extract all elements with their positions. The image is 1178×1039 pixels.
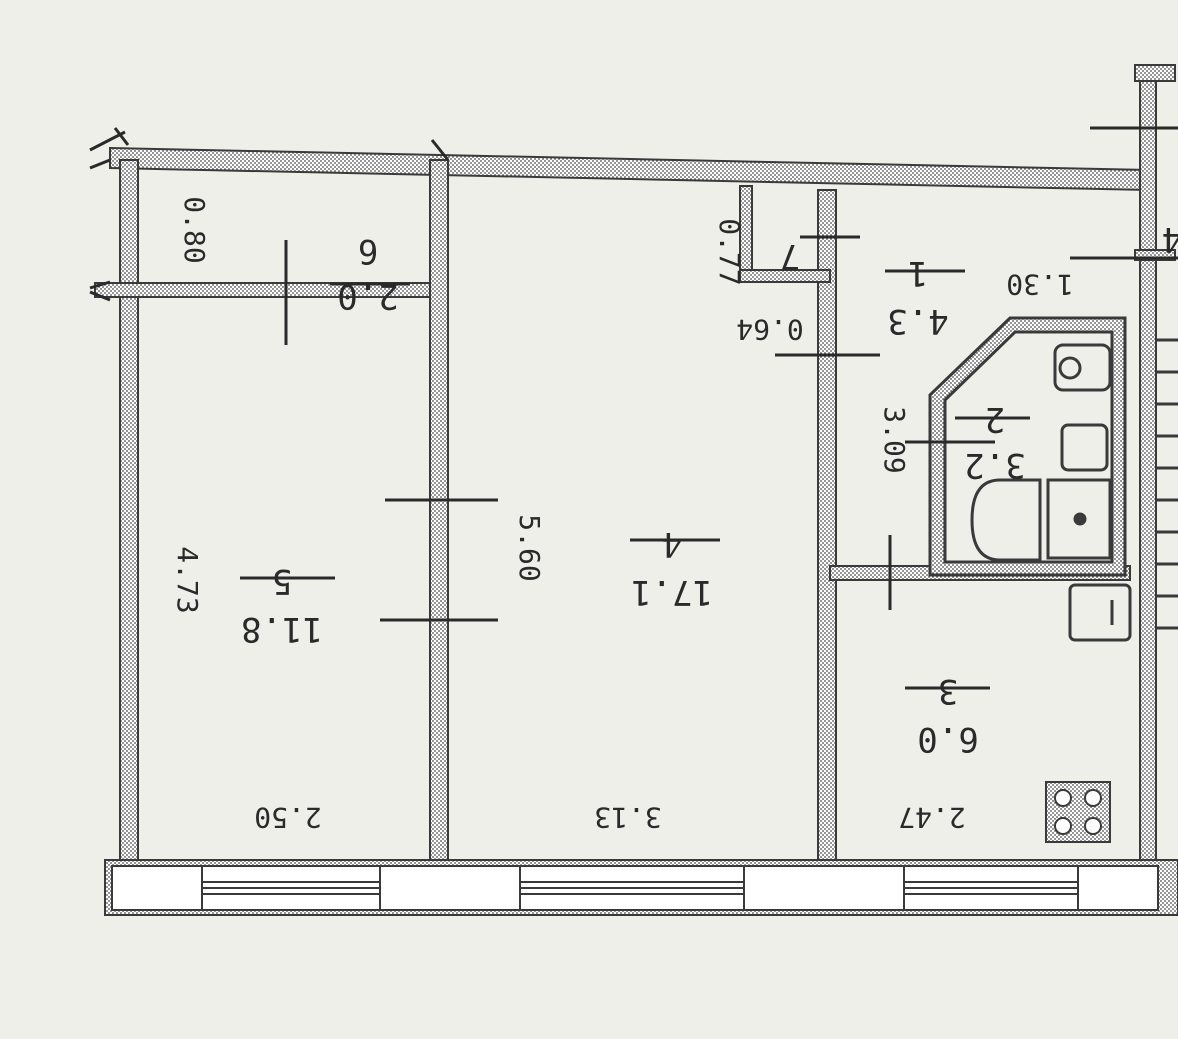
dim-5-60: 5.60 <box>513 514 546 581</box>
room-6-number: 6 <box>358 231 378 271</box>
room-4-area: 17.1 <box>631 572 713 612</box>
sink <box>1046 478 1112 560</box>
dim-3-13: 3.13 <box>594 801 661 834</box>
room-2-area: 3.2 <box>964 445 1025 485</box>
closet-bottom-wall <box>739 269 831 283</box>
edge-room-label: 4 <box>1162 219 1178 259</box>
window-1 <box>201 865 381 911</box>
dim-0-80: 0.80 <box>178 196 211 263</box>
dim-2-47: 2.47 <box>898 801 965 834</box>
bathroom <box>928 316 1127 577</box>
room-7-number: 7 <box>780 236 800 276</box>
room-4-label: 4 17.1 <box>631 524 713 612</box>
right-wall <box>1139 69 1157 871</box>
kitchen-sink-icon <box>1068 583 1132 642</box>
fixture <box>1060 423 1109 472</box>
room-4-number: 4 <box>662 524 682 564</box>
wall-4-1 <box>817 189 837 861</box>
stove-icon <box>1045 781 1111 843</box>
dim-4-73: 4.73 <box>171 546 204 613</box>
dim-0-64: 0.64 <box>736 313 803 346</box>
wall-5-4 <box>429 159 449 861</box>
room-5-area: 11.8 <box>241 609 323 649</box>
room-1-label: 1 4.3 <box>887 253 948 341</box>
toilet <box>1053 343 1112 392</box>
dimension-lines <box>89 126 1178 690</box>
dim-0-77: 0.77 <box>713 218 746 285</box>
edge-room-number: 4 <box>1162 219 1178 259</box>
bathtub <box>970 478 1042 562</box>
room-3-area: 6.0 <box>917 719 978 759</box>
room-3-label: 3 6.0 <box>917 671 978 759</box>
dim-3-09: 3.09 <box>878 406 911 473</box>
dimension-labels: 0.80 4.73 2.50 5.60 3.13 0.77 0.64 1.30 … <box>171 196 1074 834</box>
room-5-number: 5 <box>272 561 292 601</box>
room-1-area: 4.3 <box>887 301 948 341</box>
room-1-number: 1 <box>908 253 928 293</box>
room-5-label: 5 11.8 <box>241 561 323 649</box>
right-partition <box>1134 249 1176 261</box>
staircase <box>1156 338 1178 630</box>
room-6-label: 6 2.0 <box>337 231 398 316</box>
left-wall <box>119 159 139 861</box>
room-2-number: 2 <box>985 399 1005 439</box>
right-stub-top <box>1134 64 1176 82</box>
dim-2-50: 2.50 <box>254 801 321 834</box>
room-7-label: 7 <box>780 236 800 276</box>
room-3-number: 3 <box>938 671 958 711</box>
bottom-wall <box>104 859 1178 916</box>
room-2-label: 2 3.2 <box>964 399 1025 485</box>
room-6-area: 2.0 <box>337 276 398 316</box>
window-2 <box>519 865 745 911</box>
window-3 <box>903 865 1079 911</box>
dim-1-30: 1.30 <box>1006 268 1073 301</box>
